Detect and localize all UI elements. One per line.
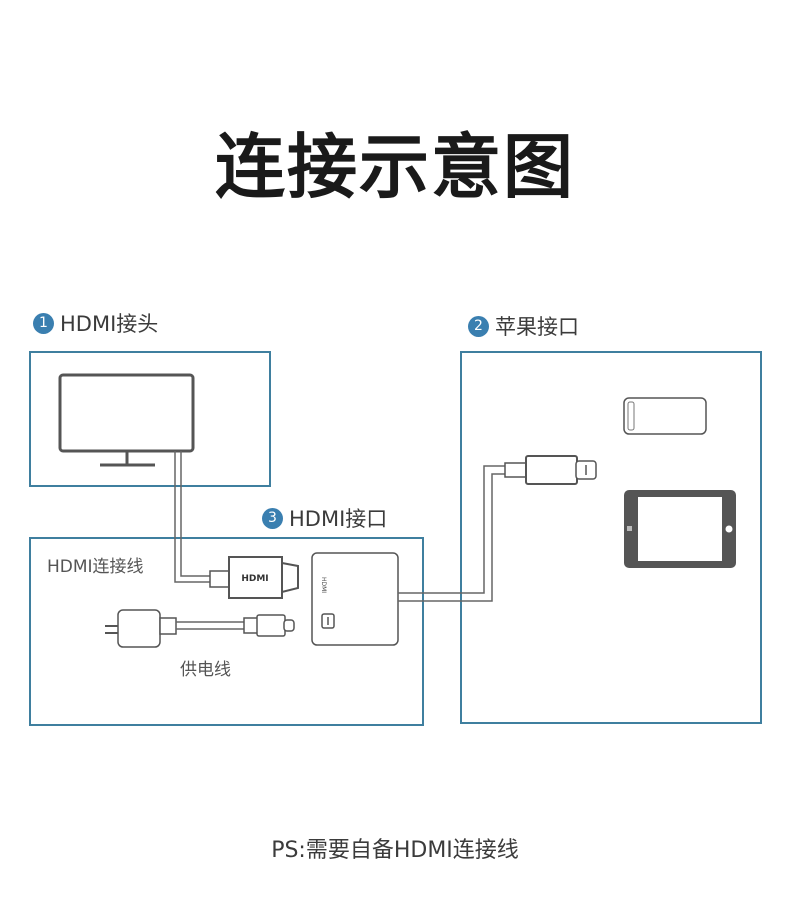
power-cable-label: 供电线 — [180, 660, 231, 680]
adapter-icon: HDMI — [311, 552, 399, 646]
hdmi-cable-label: HDMI连接线 — [47, 557, 144, 577]
label-hdmi-port: 3 HDMI接口 — [262, 503, 387, 533]
lightning-plug-icon — [504, 455, 597, 485]
step-3-badge: 3 — [262, 507, 283, 529]
tv-icon — [58, 373, 195, 467]
step-2-badge: 2 — [468, 315, 489, 337]
hdmi-connector-text: HDMI — [241, 574, 268, 584]
hdmi-connector-icon: HDMI — [209, 556, 299, 599]
usb-c-plug-icon — [243, 614, 295, 637]
phone-icon — [623, 397, 707, 435]
tv-frame — [29, 351, 271, 487]
power-adapter-icon — [105, 609, 177, 648]
power-cable — [176, 621, 246, 630]
hdmi-plug-label: HDMI接头 — [60, 312, 159, 336]
hdmi-cable — [174, 451, 212, 583]
label-hdmi-plug: 1 HDMI接头 — [33, 308, 158, 338]
page-title: 连接示意图 — [215, 126, 575, 208]
tablet-icon — [624, 490, 736, 568]
adapter-hdmi-text: HDMI — [320, 577, 327, 593]
footer-note: PS:需要自备HDMI连接线 — [271, 838, 519, 863]
device-frame — [460, 351, 762, 724]
adapter-frame — [29, 537, 424, 726]
label-apple-port: 2 苹果接口 — [468, 311, 579, 341]
step-1-badge: 1 — [33, 312, 54, 334]
lightning-cable — [398, 465, 506, 602]
hdmi-port-label: HDMI接口 — [289, 507, 388, 531]
apple-port-label: 苹果接口 — [495, 315, 579, 339]
